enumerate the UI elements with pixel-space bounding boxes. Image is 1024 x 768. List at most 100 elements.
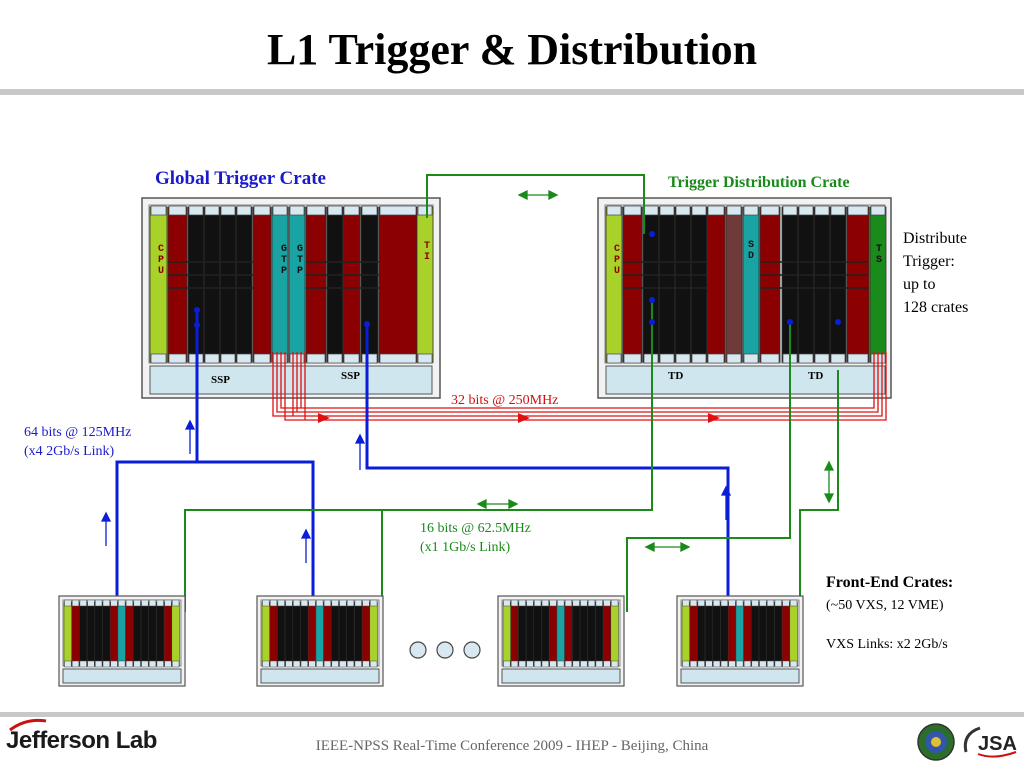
front-end-slot-card bbox=[579, 601, 588, 667]
distribution-crate-slot-tab bbox=[798, 353, 814, 364]
global-crate-slot-card bbox=[219, 206, 237, 363]
front-end-slot-card bbox=[338, 601, 347, 667]
distribution-crate-slot-tab bbox=[798, 205, 814, 216]
front-end-slot-card bbox=[518, 601, 527, 667]
blue-link-label-line2: (x4 2Gb/s Link) bbox=[24, 444, 115, 459]
distribution-crate-slot-tab bbox=[760, 353, 780, 364]
global-crate-slot-tab bbox=[306, 353, 326, 364]
global-crate-slot-card bbox=[203, 206, 221, 363]
front-end-slot-card bbox=[602, 601, 612, 667]
global-crate-slot-tab bbox=[272, 205, 288, 216]
front-end-slot-card bbox=[704, 601, 714, 667]
svg-text:Distribute Trigger: up: Distribute Trigger: up to 128 crates bbox=[903, 230, 971, 316]
global-crate-slot-card bbox=[235, 206, 253, 363]
distribution-crate-slot-tab bbox=[847, 205, 869, 216]
jlab-swoosh-icon bbox=[9, 718, 47, 732]
global-crate-slot-tab bbox=[361, 205, 378, 216]
global-crate-label: Global Trigger Crate bbox=[155, 168, 326, 189]
global-crate-slot-tab bbox=[168, 205, 187, 216]
front-end-slot-card bbox=[269, 601, 278, 667]
front-end-slot-card bbox=[354, 601, 363, 667]
global-crate-slot-card bbox=[167, 206, 188, 363]
global-crate-slot-card bbox=[271, 206, 289, 363]
front-end-slot-card bbox=[125, 601, 134, 667]
front-end-slot-card bbox=[556, 601, 565, 667]
distribution-crate-slot-tab bbox=[675, 205, 691, 216]
distribution-crate-slot-card bbox=[813, 206, 831, 363]
global-crate-slot-card bbox=[252, 206, 272, 363]
global-crate-slot-card bbox=[360, 206, 379, 363]
front-end-slot-card bbox=[277, 601, 286, 667]
distribute-line-4: 128 crates bbox=[903, 299, 968, 316]
front-end-slot-card bbox=[148, 601, 157, 667]
card-letter: P bbox=[158, 255, 164, 266]
jsa-logo-icon: JSA bbox=[963, 726, 1017, 758]
ssp-left-label: SSP bbox=[211, 374, 230, 386]
front-end-slot-card bbox=[697, 601, 706, 667]
global-crate-slot-tab bbox=[327, 353, 343, 364]
distribution-crate-slot-card bbox=[622, 206, 643, 363]
footer-text: IEEE-NPSS Real-Time Conference 2009 - IH… bbox=[315, 738, 709, 754]
card-letter: T bbox=[424, 241, 430, 252]
distribution-crate-slot-tab bbox=[659, 353, 675, 364]
global-crate-slot-card bbox=[378, 206, 418, 363]
front-end-slot-card bbox=[735, 601, 744, 667]
distribution-crate-slot-tab bbox=[606, 205, 622, 216]
global-crate-slot-tab bbox=[327, 205, 343, 216]
distribution-crate-slot-tab bbox=[743, 353, 759, 364]
front-end-slot-card bbox=[86, 601, 96, 667]
front-end-slot-card bbox=[751, 601, 760, 667]
card-letter: U bbox=[614, 266, 620, 277]
front-end-crate bbox=[256, 595, 384, 687]
global-crate-slot-tab bbox=[204, 353, 220, 364]
front-end-slot-card bbox=[587, 601, 596, 667]
distribution-crate-slot-card bbox=[829, 206, 847, 363]
front-end-slot-card bbox=[71, 601, 80, 667]
front-end-slot-card bbox=[63, 601, 72, 667]
footer-rule bbox=[0, 712, 1024, 717]
front-end-slot-card bbox=[774, 601, 783, 667]
distribution-crate-slot-tab bbox=[707, 353, 725, 364]
global-crate-slot-tab bbox=[204, 205, 220, 216]
global-crate-slot-tab bbox=[379, 353, 417, 364]
distribution-crate-slot-tab bbox=[760, 205, 780, 216]
card-letter: U bbox=[158, 266, 164, 277]
distribution-crate-slot-card bbox=[658, 206, 676, 363]
card-letter: T bbox=[281, 255, 287, 266]
global-crate-slot-tab bbox=[289, 205, 305, 216]
card-letter: S bbox=[876, 255, 882, 266]
front-end-slot-card bbox=[331, 601, 340, 667]
front-end-slot-card bbox=[689, 601, 698, 667]
td-backplane bbox=[605, 365, 886, 395]
global-crate-slot-tab bbox=[343, 205, 360, 216]
sd-card-label: SD bbox=[748, 240, 754, 262]
distribution-crate-slot-card bbox=[725, 206, 743, 363]
front-end-slot-card bbox=[109, 601, 119, 667]
more-crates-ellipsis bbox=[409, 641, 481, 659]
front-end-slot-card bbox=[595, 601, 604, 667]
global-crate-slot-tab bbox=[361, 353, 378, 364]
distribution-crate-slot-tab bbox=[623, 205, 642, 216]
gtp-card-label-1: GTP bbox=[281, 244, 287, 277]
card-letter: P bbox=[297, 266, 303, 277]
front-end-slot-card bbox=[315, 601, 324, 667]
front-end-slot-card bbox=[117, 601, 126, 667]
front-end-slot-card bbox=[94, 601, 103, 667]
jsa-logo-text: JSA bbox=[978, 733, 1017, 755]
distribution-crate-slot-tab bbox=[691, 353, 707, 364]
front-end-slot-card bbox=[533, 601, 542, 667]
front-end-slot-card bbox=[541, 601, 550, 667]
distribute-line-3: up to bbox=[903, 276, 935, 293]
front-end-slot-card bbox=[789, 601, 798, 667]
ssp-backplane bbox=[149, 365, 433, 395]
global-crate-slot-card bbox=[288, 206, 306, 363]
cpu-card-label-right: CPU bbox=[614, 244, 620, 277]
ssp-right-label: SSP bbox=[341, 370, 360, 382]
distribution-crate-slot-tab bbox=[675, 353, 691, 364]
distribution-crate-slot-tab bbox=[659, 205, 675, 216]
front-end-crate bbox=[58, 595, 186, 687]
td-left-label: TD bbox=[668, 370, 683, 382]
doe-seal-icon bbox=[917, 723, 955, 761]
distribute-line-2: Trigger: bbox=[903, 253, 955, 270]
